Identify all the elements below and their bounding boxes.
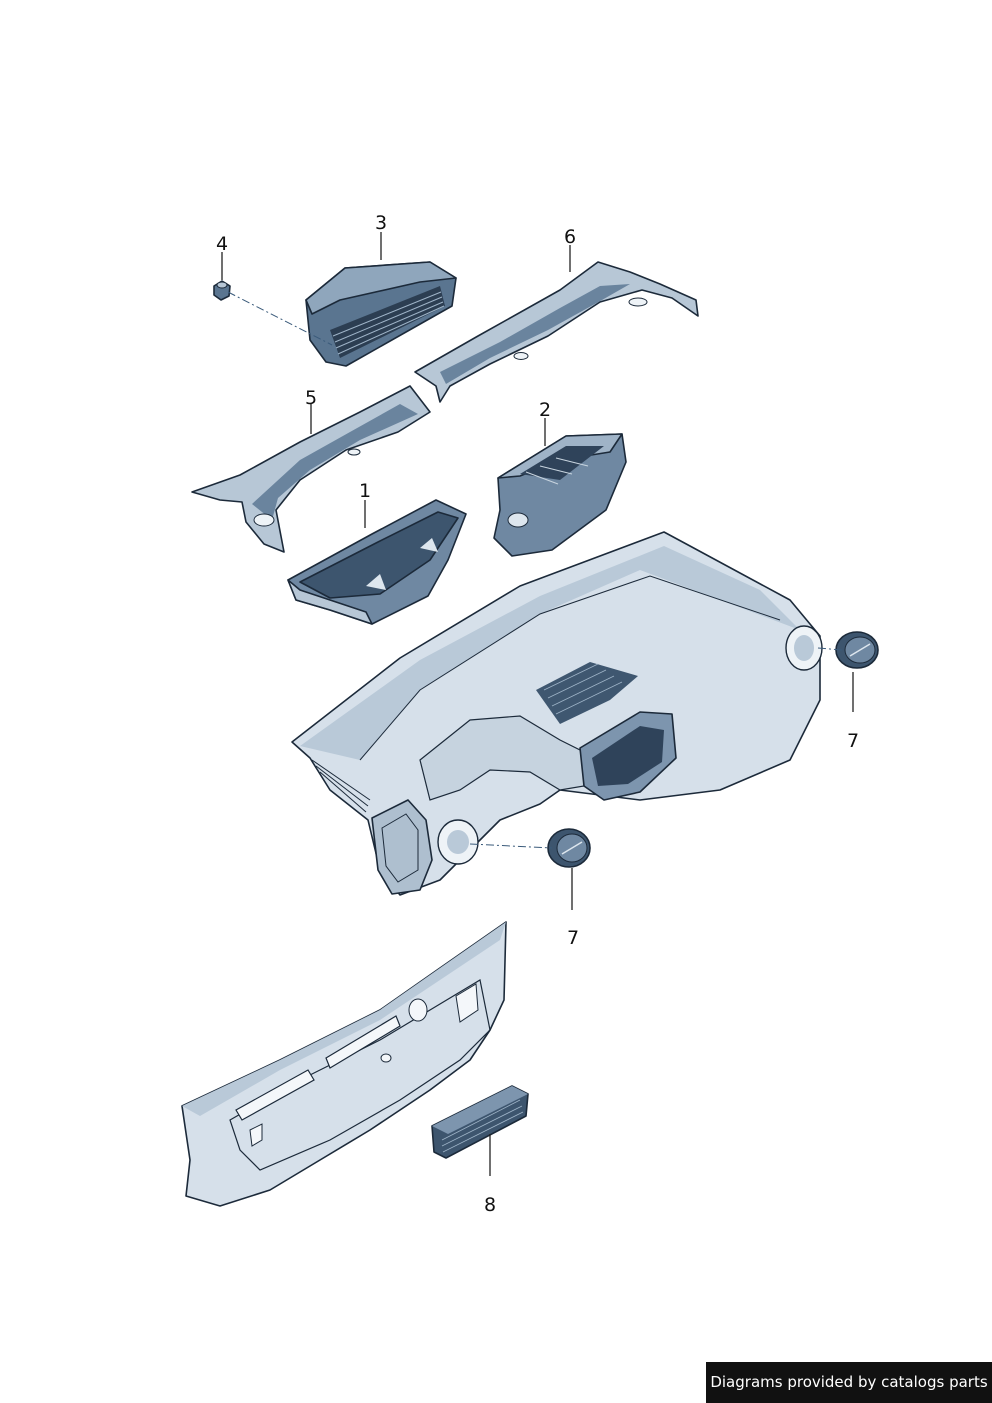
part-7-air-nozzle-left bbox=[547, 828, 591, 868]
dashboard-panel bbox=[291, 531, 823, 896]
callout-2: 2 bbox=[539, 399, 551, 421]
leader-lines bbox=[221, 232, 854, 1176]
callout-6: 6 bbox=[564, 226, 576, 248]
part-5-trim-strip-left bbox=[191, 385, 431, 553]
grille-lines bbox=[332, 291, 445, 355]
part-4-axis-line bbox=[227, 291, 333, 346]
callout-labels: 1 2 3 4 5 6 7 7 8 bbox=[216, 212, 859, 1216]
callout-7-right: 7 bbox=[847, 730, 859, 752]
callout-5: 5 bbox=[305, 387, 317, 409]
part-4-clip bbox=[213, 280, 231, 301]
callout-4: 4 bbox=[216, 233, 228, 255]
part-7-air-nozzle-right bbox=[835, 631, 879, 669]
callout-7-left: 7 bbox=[567, 927, 579, 949]
part-2-vent-duct bbox=[493, 433, 627, 557]
part-6-trim-strip-right bbox=[414, 261, 699, 403]
part-1-storage-tray bbox=[287, 499, 467, 625]
callout-8: 8 bbox=[484, 1194, 496, 1216]
part-7-right-axis-line bbox=[817, 647, 843, 651]
bulkhead-panel bbox=[181, 921, 507, 1207]
part-7-left-axis-line bbox=[469, 843, 553, 849]
callout-3: 3 bbox=[375, 212, 387, 234]
callout-1: 1 bbox=[359, 480, 371, 502]
part-8-grille-cover bbox=[431, 1085, 529, 1159]
part-3-vent-housing bbox=[305, 261, 457, 367]
credit-banner: Diagrams provided by catalogs parts bbox=[706, 1362, 992, 1403]
